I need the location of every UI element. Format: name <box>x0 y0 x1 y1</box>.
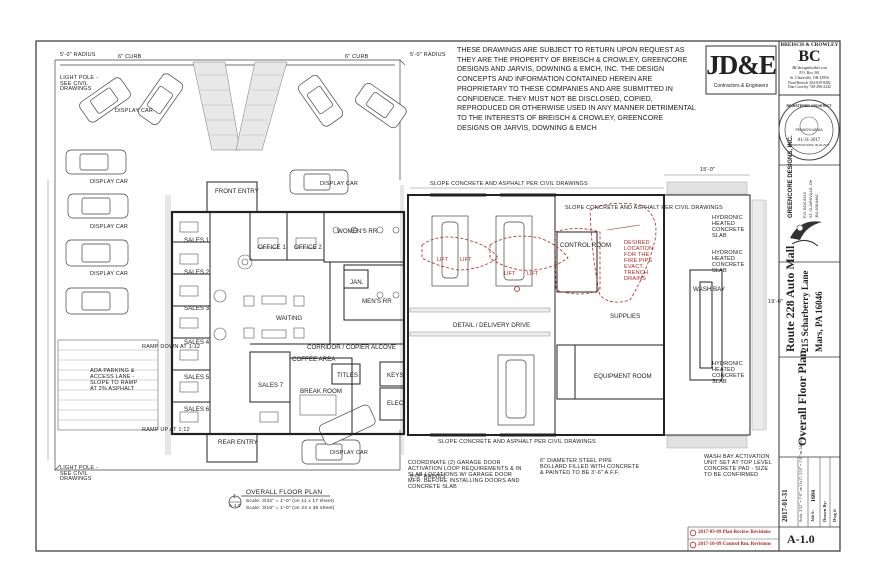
bc-web: BCdesignbuild.com <box>792 65 827 70</box>
seal-ring: REGISTERED ARCHITECT <box>786 104 832 108</box>
room-supplies: SUPPLIES <box>610 313 641 320</box>
room-office-1: OFFICE 1 <box>258 244 286 251</box>
room-wash-bay: WASH BAY <box>693 286 725 293</box>
note-slope-2: SLOPE CONCRETE AND ASPHALT PER CIVIL DRA… <box>565 205 723 211</box>
bc-line-3: Brad Breisch 304-639-8482 <box>788 80 831 85</box>
callout-ref: A-1.0 <box>229 503 241 508</box>
bc-line-1: P.O. Box 361 <box>799 71 820 75</box>
note-slope-1: SLOPE CONCRETE AND ASPHALT PER CIVIL DRA… <box>430 181 588 187</box>
note-washbay: WASH BAY ACTIVATION UNIT SET AT TOP LEVE… <box>704 454 772 478</box>
note-ramp-down: RAMP DOWN AT 1:12 <box>142 344 201 350</box>
note-display-car-3: DISPLAY CAR <box>90 271 129 277</box>
lift-label-2: LIFT <box>460 257 472 263</box>
room-sales-4: SALES 4 <box>184 339 210 346</box>
room-titles: TITLES <box>337 372 358 379</box>
note-bollard: 6" DIAMETER STEEL PIPE BOLLARD FILLED WI… <box>540 458 640 476</box>
revision-2: 2017-10-09 Control Rm. Revisions <box>698 542 771 547</box>
bc-mark: BC <box>798 48 821 65</box>
dim-top: 15'-0" <box>700 167 716 173</box>
dim-right: 19'-0" <box>768 299 784 305</box>
greencore-line-3: 304-639-8482 <box>815 194 819 218</box>
room-control: CONTROL ROOM <box>560 242 611 249</box>
room-sales-6: SALES 6 <box>184 406 210 413</box>
note-hydronic-2: HYDRONIC HEATED CONCRETE SLAB <box>712 250 745 274</box>
jde-logo-mark: JD&E <box>706 50 777 80</box>
room-sales-5: SALES 5 <box>184 374 210 381</box>
room-sales-3: SALES 3 <box>184 305 210 312</box>
lift-label-3: LIFT <box>504 271 516 277</box>
room-mens-rr: MEN'S RR <box>362 298 392 305</box>
callout-scale-1: Scale: 3/32" = 1'-0" (on 11 x 17 sheet) <box>246 499 335 504</box>
confidentiality-notice: THESE DRAWINGS ARE SUBJECT TO RETURN UPO… <box>457 46 696 132</box>
info-job-no: 1604 <box>811 490 817 502</box>
sheet-border <box>35 40 841 552</box>
revision-1: 2017-03-09 Plan Review Revisions <box>698 530 771 535</box>
greencore-line-2: ST. CLAIRSVILLE, OH <box>809 179 813 218</box>
info-drawn-label: Drawn By: <box>822 500 827 522</box>
note-light-pole-bot: LIGHT POLE - SEE CIVIL DRAWINGS <box>60 465 99 482</box>
note-ramp-up: RAMP UP AT 1:12 <box>142 427 190 433</box>
room-office-2: OFFICE 2 <box>294 244 322 251</box>
note-light-pole-top: LIGHT POLE - SEE CIVIL DRAWINGS <box>60 75 99 92</box>
sheet-number: A-1.0 <box>787 532 815 546</box>
bc-line-2: St. Clairsville, OH 43950 <box>790 75 829 80</box>
info-job-label: Job #: <box>810 510 815 522</box>
seal-state: PENNSYLVANIA <box>795 128 823 132</box>
project-name: Route 228 Auto Mall <box>783 245 797 352</box>
room-waiting: WAITING <box>276 315 303 322</box>
room-jan: JAN. <box>350 279 364 286</box>
architect-seal: REGISTERED ARCHITECT PENNSYLVANIA 01-31-… <box>781 104 837 147</box>
info-date: 2017-01-31 <box>781 489 789 522</box>
greencore-line-1: P.O. BOX 8315 <box>803 192 807 218</box>
seal-date: 01-31-2017 <box>797 138 821 143</box>
room-keys: KEYS <box>387 372 404 379</box>
room-corridor: CORRIDOR / COPIER ALCOVE <box>307 344 397 351</box>
room-womens-rr: WOMEN'S RR <box>337 228 378 235</box>
callout-num: 1 <box>233 494 236 500</box>
note-display-car-1: DISPLAY CAR <box>90 179 129 185</box>
bc-line-4: Dan Crowley 740-296-2242 <box>788 85 831 90</box>
note-ada: ADA PARKING & ACCESS LANE - SLOPE TO RAM… <box>90 368 138 392</box>
room-detail-drive: DETAIL / DELIVERY DRIVE <box>453 322 531 329</box>
info-scale: Scale: 3/32" = 1'-0" on 11x17; 3/16" = 1… <box>799 440 803 522</box>
room-sales-1: SALES 1 <box>184 237 210 244</box>
note-curb-top: 6" CURB <box>118 54 142 60</box>
room-equipment: EQUIPMENT ROOM <box>594 373 652 380</box>
room-break: BREAK ROOM <box>300 388 342 395</box>
room-rear-entry: REAR ENTRY <box>218 439 258 446</box>
seal-exp: EXPIRATION DATE: 06-30-2017 <box>788 143 830 147</box>
room-front-entry: FRONT ENTRY <box>215 188 259 195</box>
note-display-car-4: DISPLAY CAR <box>115 108 154 114</box>
note-hydronic-1: HYDRONIC HEATED CONCRETE SLAB <box>712 215 745 239</box>
note-display-car-2: DISPLAY CAR <box>90 224 129 230</box>
note-slope-3: SLOPE CONCRETE AND ASPHALT PER CIVIL DRA… <box>438 439 596 445</box>
note-display-car-5: DISPLAY CAR <box>320 181 359 187</box>
project-city: Mars, PA 16046 <box>814 291 824 352</box>
project-address: 215 Scharberry Lane <box>800 270 810 353</box>
lift-label-4: LIFT <box>527 271 539 277</box>
info-dwg-label: Dwg #: <box>832 508 837 522</box>
jde-logo-sub: Contractors & Engineers <box>713 83 769 89</box>
room-elec: ELEC. <box>387 400 405 407</box>
note-coordinate: COORDINATE (2) GARAGE DOOR ACTIVATION LO… <box>408 460 522 490</box>
callout-title: OVERALL FLOOR PLAN <box>246 489 323 496</box>
note-hydronic-3: HYDRONIC HEATED CONCRETE SLAB <box>712 361 745 385</box>
room-coffee: COFFEE AREA <box>292 356 336 363</box>
room-sales-2: SALES 2 <box>184 269 210 276</box>
note-radius-tl: 5'-0" RADIUS <box>60 52 96 58</box>
note-radius-br: 5'-0" RADIUS <box>410 474 446 480</box>
note-display-car-6: DISPLAY CAR <box>330 450 369 456</box>
greencore-name: GREENCORE DESIGNS, INC. <box>788 135 794 218</box>
note-curb-top-2: 6" CURB <box>345 54 369 60</box>
note-radius-tr: 5'-0" RADIUS <box>410 52 446 58</box>
callout-scale-2: Scale: 3/16" = 1'-0" (on 24 x 36 sheet) <box>246 506 335 511</box>
sheet-title: Overall Floor Plan <box>795 350 809 446</box>
bc-header: BREISCH & CROWLEY <box>780 42 839 48</box>
room-sales-7: SALES 7 <box>258 382 284 389</box>
lift-label-1: LIFT <box>437 257 449 263</box>
jde-logo: JD&E Contractors & Engineers <box>706 46 777 94</box>
bc-logo: BREISCH & CROWLEY BC BCdesignbuild.com P… <box>780 42 839 90</box>
note-desired: DESIRED LOCATION FOR THE FIRE PIPE EVACT… <box>624 240 654 282</box>
